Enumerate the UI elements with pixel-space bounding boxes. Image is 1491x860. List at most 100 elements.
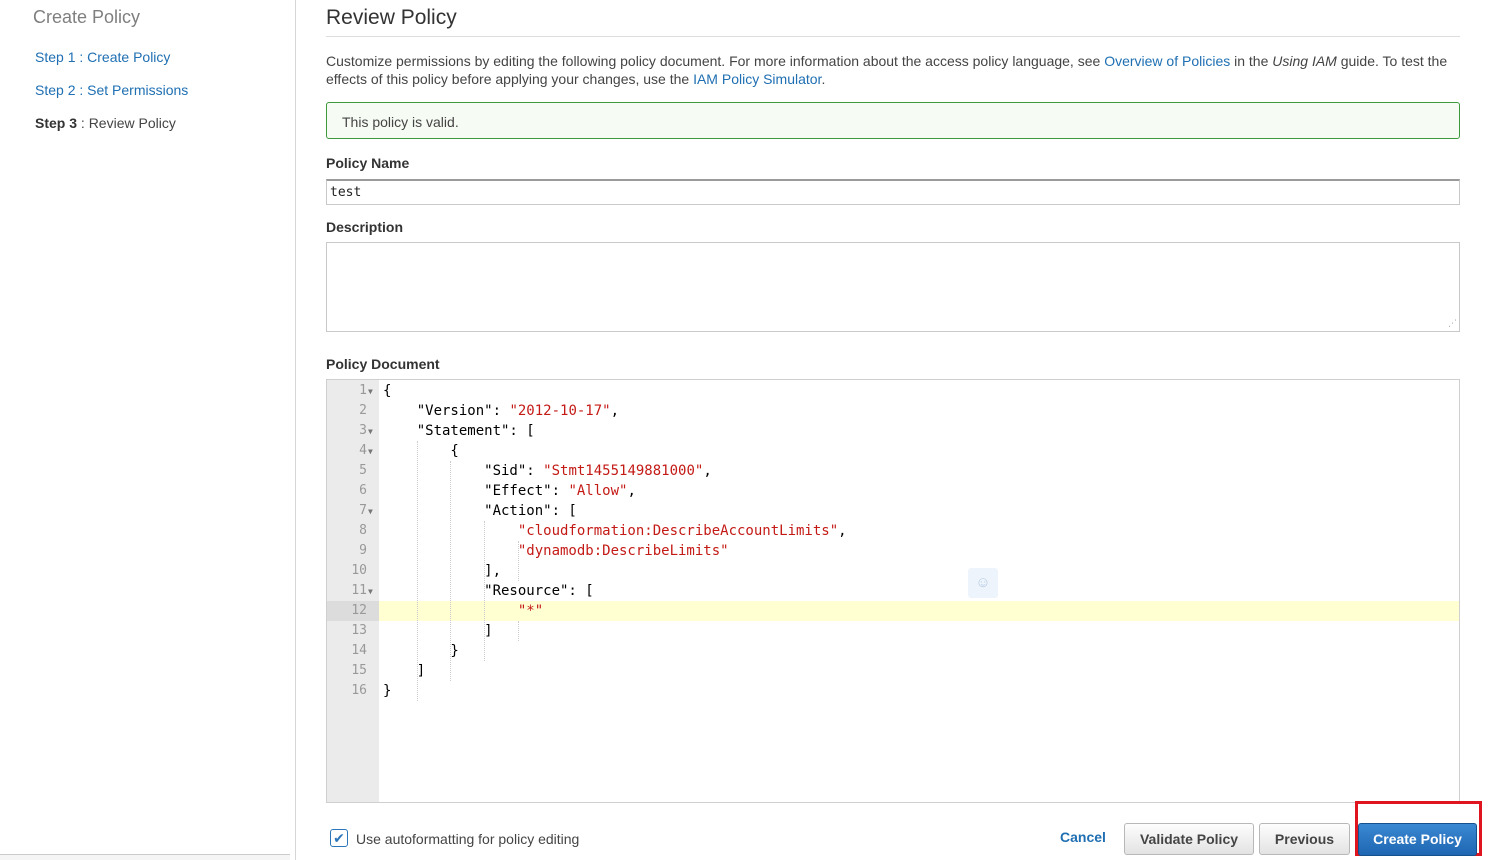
description-label: Description (326, 219, 404, 235)
line-number: 12 (351, 603, 367, 618)
fold-arrow-icon[interactable]: ▼ (368, 507, 373, 516)
line-number: 7 (359, 503, 367, 518)
code-text: { (383, 383, 392, 399)
step-prefix: Step 3 (35, 115, 78, 131)
code-text: } (383, 683, 392, 699)
code-text: "Version": "2012-10-17", (383, 403, 620, 419)
code-line[interactable]: 3▼ "Statement": [ (327, 421, 1459, 441)
sidebar-step-1[interactable]: Step 1 : Create Policy (35, 49, 171, 65)
overview-of-policies-link[interactable]: Overview of Policies (1104, 53, 1231, 69)
line-number: 2 (359, 403, 367, 418)
code-line[interactable]: 11▼ "Resource": [ (327, 581, 1459, 601)
sidebar-step-2[interactable]: Step 2 : Set Permissions (35, 82, 189, 98)
line-number: 9 (359, 543, 367, 558)
policy-document-label: Policy Document (326, 356, 440, 372)
policy-name-label: Policy Name (326, 155, 410, 171)
step-prefix: Step 2 (35, 82, 76, 98)
policy-simulator-link[interactable]: IAM Policy Simulator (693, 71, 822, 87)
active-line-gutter (327, 601, 379, 621)
sidebar-scrollbar[interactable] (0, 854, 290, 860)
line-number: 10 (351, 563, 367, 578)
description-textarea[interactable] (326, 242, 1460, 332)
autoformat-checkbox[interactable]: ✔ (330, 829, 348, 847)
string-literal: "Allow" (568, 483, 628, 499)
string-literal: "Stmt1455149881000" (543, 463, 704, 479)
indent-guide (416, 441, 418, 701)
step-label: Review Policy (88, 115, 176, 131)
code-text: ] (383, 623, 493, 639)
code-text: ] (383, 663, 426, 679)
page-title: Review Policy (326, 6, 457, 29)
fold-arrow-icon[interactable]: ▼ (368, 387, 373, 396)
code-text: } (383, 643, 459, 659)
smiley-icon: ☺ (968, 568, 998, 598)
line-number: 15 (351, 663, 367, 678)
validation-message-box: This policy is valid. (326, 102, 1460, 139)
code-text: { (383, 443, 459, 459)
string-literal: "cloudformation:DescribeAccountLimits" (517, 523, 839, 539)
code-text: "Sid": "Stmt1455149881000", (383, 463, 712, 479)
editor-gutter (327, 380, 379, 802)
sidebar-step-3: Step 3 : Review Policy (35, 115, 176, 131)
intro-text: Customize permissions by editing the fol… (326, 53, 1448, 87)
indent-guide (517, 541, 519, 581)
autoformat-label: Use autoformatting for policy editing (356, 831, 580, 847)
code-line[interactable]: 2 "Version": "2012-10-17", (327, 401, 1459, 421)
indent-guide (484, 521, 486, 661)
code-text: "cloudformation:DescribeAccountLimits", (517, 523, 847, 539)
line-number: 11 (351, 583, 367, 598)
line-number: 14 (351, 643, 367, 658)
step-label: Create Policy (87, 49, 171, 65)
code-line[interactable]: 1▼ { (327, 381, 1459, 401)
code-line[interactable]: 9 "dynamodb:DescribeLimits" (327, 541, 1459, 561)
code-text: "dynamodb:DescribeLimits" (383, 541, 729, 561)
code-text: "Action": [ (383, 503, 577, 519)
title-divider (326, 36, 1460, 37)
create-policy-button[interactable]: Create Policy (1358, 823, 1477, 856)
code-line[interactable]: 14 } (327, 641, 1459, 661)
code-line[interactable]: 8 "cloudformation:DescribeAccountLimits"… (327, 521, 1459, 541)
previous-button[interactable]: Previous (1259, 823, 1350, 855)
fold-arrow-icon[interactable]: ▼ (368, 587, 373, 596)
line-number: 8 (359, 523, 367, 538)
code-line[interactable]: 13 ] (327, 621, 1459, 641)
code-line[interactable]: 7▼ "Action": [ (327, 501, 1459, 521)
indent-guide (517, 621, 519, 641)
line-number: 6 (359, 483, 367, 498)
fold-arrow-icon[interactable]: ▼ (368, 427, 373, 436)
string-literal: "*" (517, 603, 544, 619)
line-number: 3 (359, 423, 367, 438)
code-text: ], (383, 563, 502, 579)
cancel-button[interactable]: Cancel (1060, 829, 1106, 845)
code-line[interactable]: 5 "Sid": "Stmt1455149881000", (327, 461, 1459, 481)
code-line[interactable]: 6 "Effect": "Allow", (327, 481, 1459, 501)
line-number: 5 (359, 463, 367, 478)
string-literal: "dynamodb:DescribeLimits" (517, 543, 729, 559)
string-literal: "2012-10-17" (509, 403, 611, 419)
line-number: 13 (351, 623, 367, 638)
validate-policy-button[interactable]: Validate Policy (1124, 823, 1254, 855)
code-line[interactable]: 16} (327, 681, 1459, 701)
code-text: "Resource": [ (383, 583, 594, 599)
policy-editor[interactable]: 1▼{2 "Version": "2012-10-17",3▼ "Stateme… (326, 379, 1460, 803)
line-number: 4 (359, 443, 367, 458)
sidebar: Create Policy Step 1 : Create Policy Ste… (0, 0, 296, 860)
code-text: "Effect": "Allow", (383, 483, 636, 499)
checkmark-icon: ✔ (333, 830, 345, 846)
code-line[interactable]: 4▼ { (327, 441, 1459, 461)
code-line[interactable]: 12 "*" (327, 601, 1459, 621)
code-line[interactable]: 10 ], (327, 561, 1459, 581)
code-text: "Statement": [ (383, 423, 535, 439)
line-number: 16 (351, 683, 367, 698)
fold-arrow-icon[interactable]: ▼ (368, 447, 373, 456)
policy-name-input[interactable] (326, 179, 1460, 205)
code-line[interactable]: 15 ] (327, 661, 1459, 681)
step-prefix: Step 1 (35, 49, 76, 65)
validation-message: This policy is valid. (342, 114, 459, 130)
line-number: 1 (359, 383, 367, 398)
indent-guide (450, 461, 452, 681)
active-line-highlight (327, 601, 1459, 621)
step-label: Set Permissions (87, 82, 189, 98)
code-text: "*" (383, 601, 543, 621)
sidebar-title: Create Policy (33, 7, 141, 27)
